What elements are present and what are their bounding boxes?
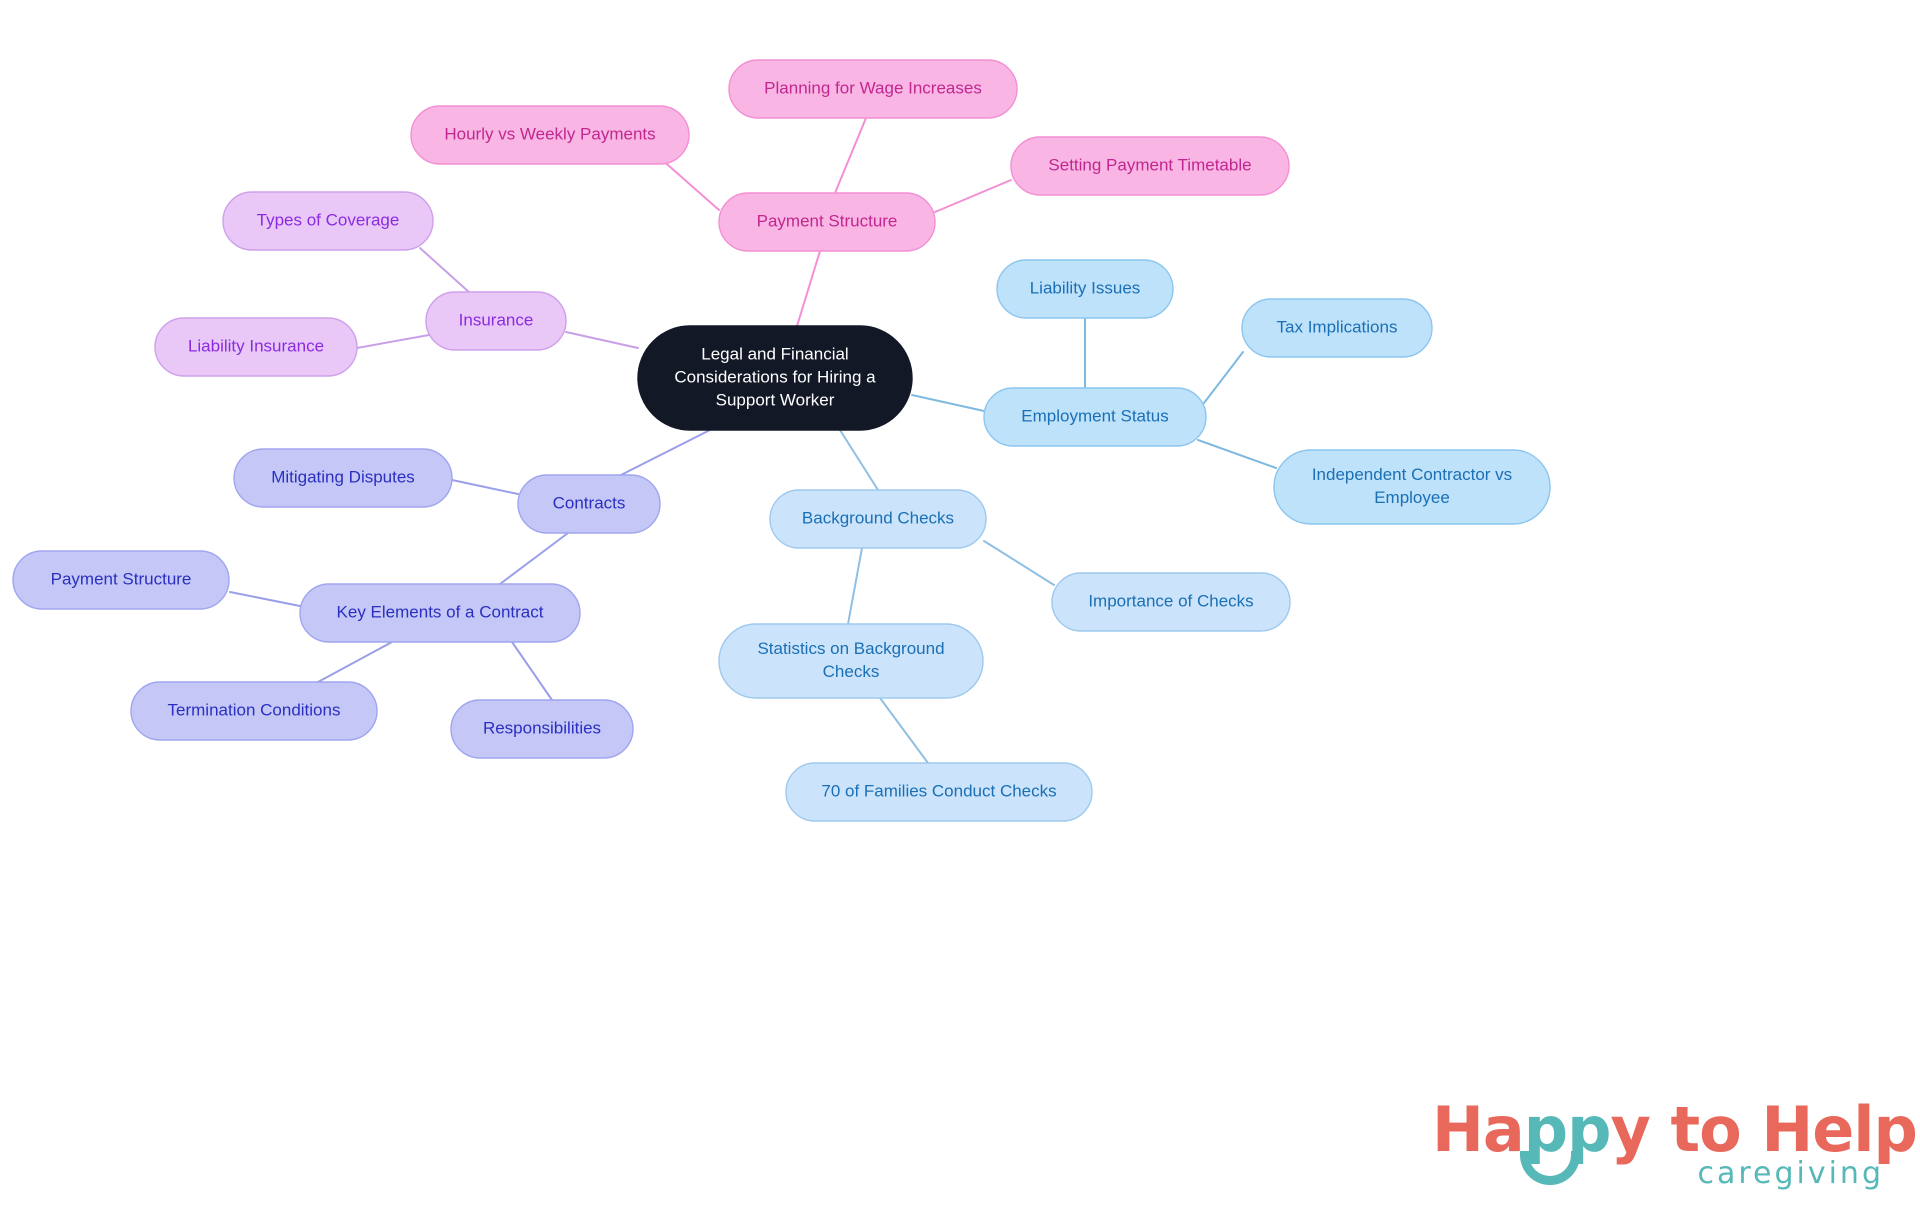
- edge-insurance-to-liability: [356, 334, 430, 349]
- logo-text-p: p: [1873, 1093, 1918, 1166]
- logo-wordmark: Happy to Help: [1432, 1093, 1918, 1166]
- logo-subtitle: caregiving: [1697, 1156, 1884, 1191]
- edge-contracts-to-key-elements: [499, 532, 569, 585]
- node-shape: [1010, 136, 1290, 196]
- node-mitigating-disputes[interactable]: Mitigating Disputes: [233, 448, 453, 508]
- node-shape: [12, 550, 230, 610]
- node-employment-status[interactable]: Employment Status: [983, 387, 1207, 447]
- edge-contracts-to-mitigating: [451, 479, 519, 495]
- node-hourly-vs-weekly[interactable]: Hourly vs Weekly Payments: [410, 105, 690, 165]
- brand-logo: Happy to Help caregiving: [1432, 1095, 1918, 1205]
- node-shape: [1273, 449, 1551, 525]
- node-label: Support Worker: [716, 390, 835, 409]
- edge-key-elements-to-responsibilities: [511, 641, 553, 701]
- node-setting-payment-timetable[interactable]: Setting Payment Timetable: [1010, 136, 1290, 196]
- edge-root-to-payment-structure: [796, 250, 821, 327]
- node-liability-insurance[interactable]: Liability Insurance: [154, 317, 358, 377]
- node-label: Background Checks: [802, 508, 954, 527]
- edge-key-elements-to-termination: [317, 641, 393, 683]
- node-tax-implications[interactable]: Tax Implications: [1241, 298, 1433, 358]
- node-label: Legal and Financial: [701, 345, 848, 364]
- node-label: Types of Coverage: [257, 210, 400, 229]
- logo-text-ha: Ha: [1432, 1093, 1525, 1166]
- edge-root-to-insurance: [565, 331, 639, 349]
- node-label: 70 of Families Conduct Checks: [821, 781, 1056, 800]
- edge-root-to-contracts: [620, 429, 711, 476]
- node-liability-issues[interactable]: Liability Issues: [996, 259, 1174, 319]
- edge-payment-structure-to-timetable: [934, 179, 1012, 213]
- node-shape: [517, 474, 661, 534]
- node-payment-structure[interactable]: Payment Structure: [718, 192, 936, 252]
- node-label: Liability Insurance: [188, 336, 324, 355]
- node-shape: [154, 317, 358, 377]
- node-contracts[interactable]: Contracts: [517, 474, 661, 534]
- node-label: Employment Status: [1021, 406, 1168, 425]
- edges-layer: [229, 117, 1277, 764]
- node-shape: [983, 387, 1207, 447]
- logo-text-y-to-hel: y to Hel: [1610, 1093, 1875, 1166]
- node-label: Responsibilities: [483, 718, 601, 737]
- node-shape: [728, 59, 1018, 119]
- node-label: Importance of Checks: [1088, 591, 1253, 610]
- node-shape: [769, 489, 987, 549]
- node-label: Contracts: [553, 493, 626, 512]
- node-label: Considerations for Hiring a: [674, 367, 876, 386]
- node-label: Employee: [1374, 488, 1450, 507]
- node-payment-structure-contract[interactable]: Payment Structure: [12, 550, 230, 610]
- node-responsibilities[interactable]: Responsibilities: [450, 699, 634, 759]
- edge-root-to-employment-status: [911, 394, 985, 412]
- node-label: Insurance: [459, 310, 534, 329]
- edge-insurance-to-types: [419, 247, 471, 294]
- node-shape: [1241, 298, 1433, 358]
- node-label: Tax Implications: [1277, 317, 1398, 336]
- edge-employment-to-contractor: [1197, 439, 1277, 469]
- edge-background-to-importance: [983, 540, 1055, 586]
- node-shape: [1051, 572, 1291, 632]
- node-shape: [637, 325, 913, 431]
- node-shape: [718, 623, 984, 699]
- node-insurance[interactable]: Insurance: [425, 291, 567, 351]
- node-shape: [299, 583, 581, 643]
- node-independent-contractor-vs-employee[interactable]: Independent Contractor vs Employee: [1273, 449, 1551, 525]
- node-importance-of-checks[interactable]: Importance of Checks: [1051, 572, 1291, 632]
- edge-root-to-background-checks: [839, 429, 879, 491]
- node-label: Planning for Wage Increases: [764, 78, 982, 97]
- edge-background-to-statistics: [847, 547, 863, 625]
- node-shape: [996, 259, 1174, 319]
- node-label: Setting Payment Timetable: [1048, 155, 1251, 174]
- edge-statistics-to-families: [879, 697, 929, 764]
- node-label: Termination Conditions: [168, 700, 341, 719]
- node-types-of-coverage[interactable]: Types of Coverage: [222, 191, 434, 251]
- node-label: Statistics on Background: [757, 639, 944, 658]
- node-label: Mitigating Disputes: [271, 467, 415, 486]
- node-label: Independent Contractor vs: [1312, 465, 1512, 484]
- node-shape: [450, 699, 634, 759]
- edge-payment-structure-to-hourly: [659, 157, 720, 211]
- node-shape: [222, 191, 434, 251]
- node-label: Payment Structure: [757, 211, 898, 230]
- node-shape: [130, 681, 378, 741]
- node-label: Key Elements of a Contract: [337, 602, 544, 621]
- node-families-conduct-checks[interactable]: 70 of Families Conduct Checks: [785, 762, 1093, 822]
- node-termination-conditions[interactable]: Termination Conditions: [130, 681, 378, 741]
- node-shape: [785, 762, 1093, 822]
- edge-payment-structure-to-planning: [834, 117, 867, 194]
- node-shape: [410, 105, 690, 165]
- edge-key-elements-to-payment: [229, 591, 301, 607]
- node-label: Payment Structure: [51, 569, 192, 588]
- node-shape: [718, 192, 936, 252]
- smile-arc-icon: [1520, 1151, 1580, 1185]
- node-key-elements-of-a-contract[interactable]: Key Elements of a Contract: [299, 583, 581, 643]
- node-shape: [233, 448, 453, 508]
- node-shape: [425, 291, 567, 351]
- node-background-checks[interactable]: Background Checks: [769, 489, 987, 549]
- node-label: Hourly vs Weekly Payments: [444, 124, 655, 143]
- node-planning-wage-increases[interactable]: Planning for Wage Increases: [728, 59, 1018, 119]
- node-label: Liability Issues: [1030, 278, 1141, 297]
- node-label: Checks: [823, 662, 880, 681]
- edge-employment-to-tax: [1203, 351, 1244, 404]
